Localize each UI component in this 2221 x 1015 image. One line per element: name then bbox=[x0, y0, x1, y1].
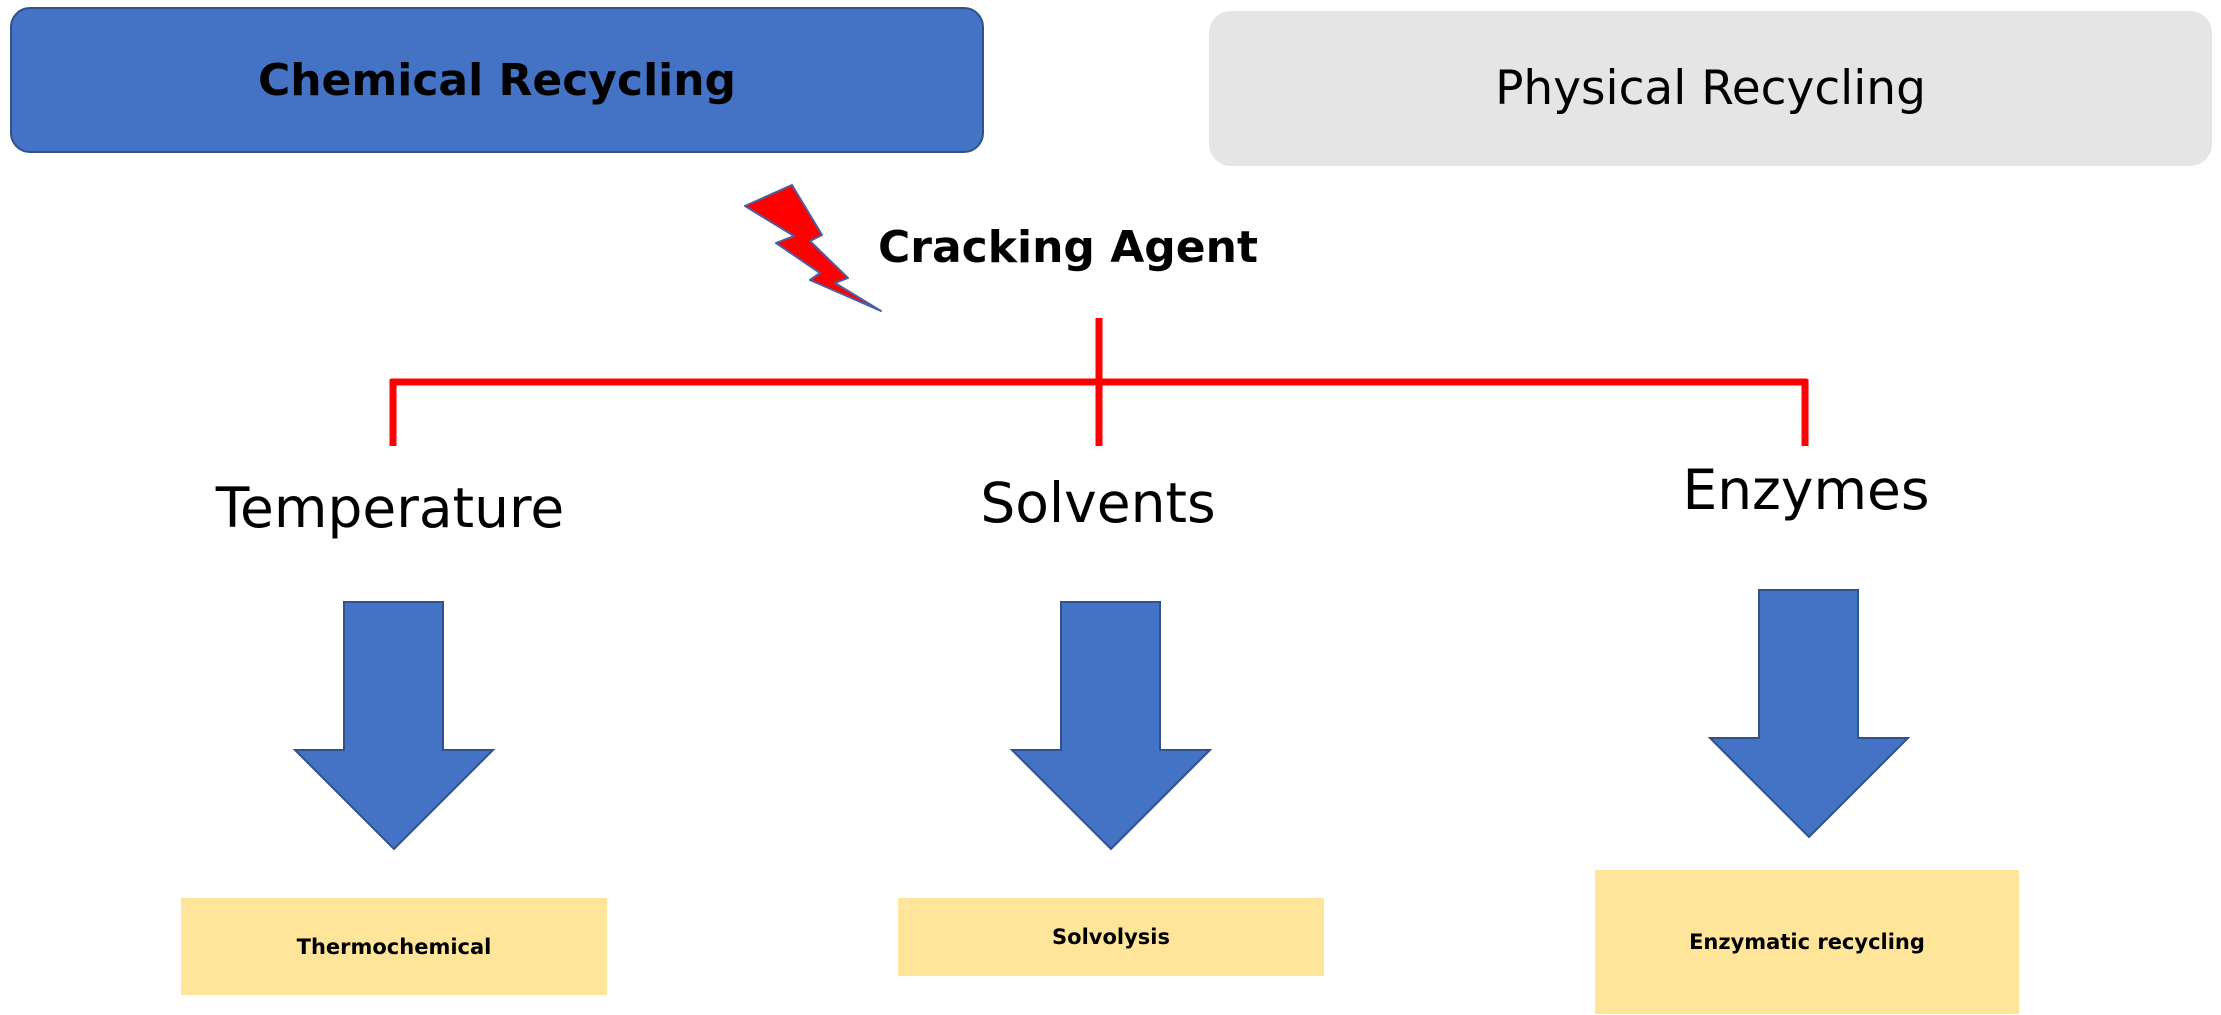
down-arrow-temperature bbox=[292, 601, 496, 851]
result-box-thermochemical: Thermochemical bbox=[181, 898, 607, 995]
physical-recycling-tab[interactable]: Physical Recycling bbox=[1209, 11, 2212, 166]
down-arrow-solvents bbox=[1009, 601, 1213, 851]
result-box-solvolysis: Solvolysis bbox=[898, 898, 1324, 976]
cracking-agent-label: Cracking Agent bbox=[878, 222, 1258, 273]
result-box-enzymatic-recycling: Enzymatic recycling bbox=[1595, 870, 2019, 1014]
result-label-solvolysis: Solvolysis bbox=[1052, 925, 1170, 949]
method-temperature: Temperature bbox=[215, 476, 565, 540]
physical-recycling-label: Physical Recycling bbox=[1495, 61, 1926, 116]
chemical-recycling-tab[interactable]: Chemical Recycling bbox=[10, 7, 984, 153]
branch-connector bbox=[389, 318, 1809, 446]
down-arrow-enzymes bbox=[1707, 589, 1911, 839]
method-solvents: Solvents bbox=[980, 471, 1216, 535]
method-enzymes: Enzymes bbox=[1682, 458, 1930, 522]
result-label-thermochemical: Thermochemical bbox=[296, 934, 492, 959]
lightning-bolt-icon bbox=[744, 184, 882, 312]
result-label-enzymatic-recycling: Enzymatic recycling bbox=[1689, 930, 1925, 954]
chemical-recycling-label: Chemical Recycling bbox=[257, 54, 737, 106]
